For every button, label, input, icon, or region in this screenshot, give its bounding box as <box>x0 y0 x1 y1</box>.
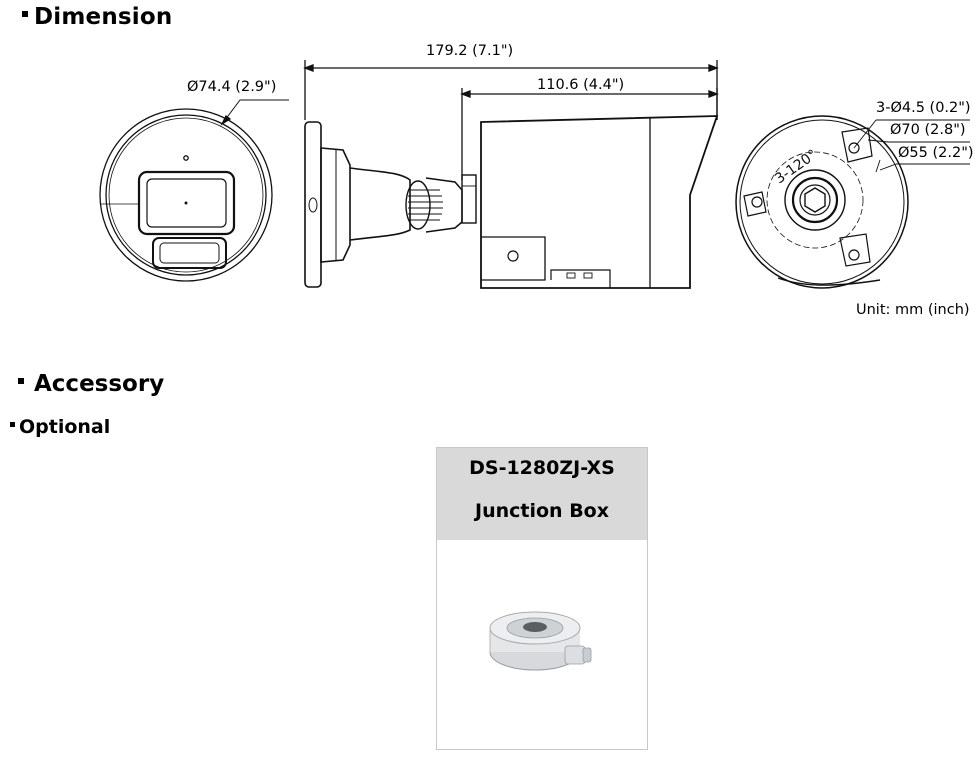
bullet-icon <box>22 10 28 17</box>
section-title-accessory-text: Accessory <box>34 371 165 397</box>
body-length-label: 110.6 (4.4") <box>537 77 625 93</box>
hole-angle-label: 3-120° <box>772 147 820 187</box>
camera-front-view <box>99 99 289 282</box>
section-title-accessory: Accessory <box>18 371 164 397</box>
overall-length-dimension-line <box>303 60 719 120</box>
section-title-optional-text: Optional <box>19 416 111 438</box>
mount-inner-diameter-label: Ø55 (2.2") <box>898 145 974 161</box>
mount-outer-diameter-label: Ø70 (2.8") <box>890 122 966 138</box>
section-title-optional: Optional <box>10 416 110 438</box>
camera-side-view <box>304 115 719 289</box>
accessory-card: DS-1280ZJ-XS Junction Box <box>436 447 648 750</box>
section-title-dimension: Dimension <box>22 4 172 30</box>
front-diameter-label: Ø74.4 (2.9") <box>187 79 277 95</box>
section-title-dimension-text: Dimension <box>34 4 173 30</box>
accessory-model: DS-1280ZJ-XS <box>469 457 615 479</box>
dimension-drawing: 3-120° <box>99 60 970 289</box>
accessory-card-header: DS-1280ZJ-XS Junction Box <box>437 448 647 540</box>
unit-label: Unit: mm (inch) <box>856 302 970 318</box>
bullet-icon <box>10 422 15 427</box>
overall-length-label: 179.2 (7.1") <box>426 43 514 59</box>
junction-box-image <box>489 611 592 671</box>
mount-base-view <box>735 115 970 289</box>
accessory-name: Junction Box <box>475 500 609 522</box>
body-length-dimension-line <box>460 88 719 180</box>
bullet-icon <box>18 377 24 384</box>
mount-holes-label: 3-Ø4.5 (0.2") <box>876 100 971 116</box>
